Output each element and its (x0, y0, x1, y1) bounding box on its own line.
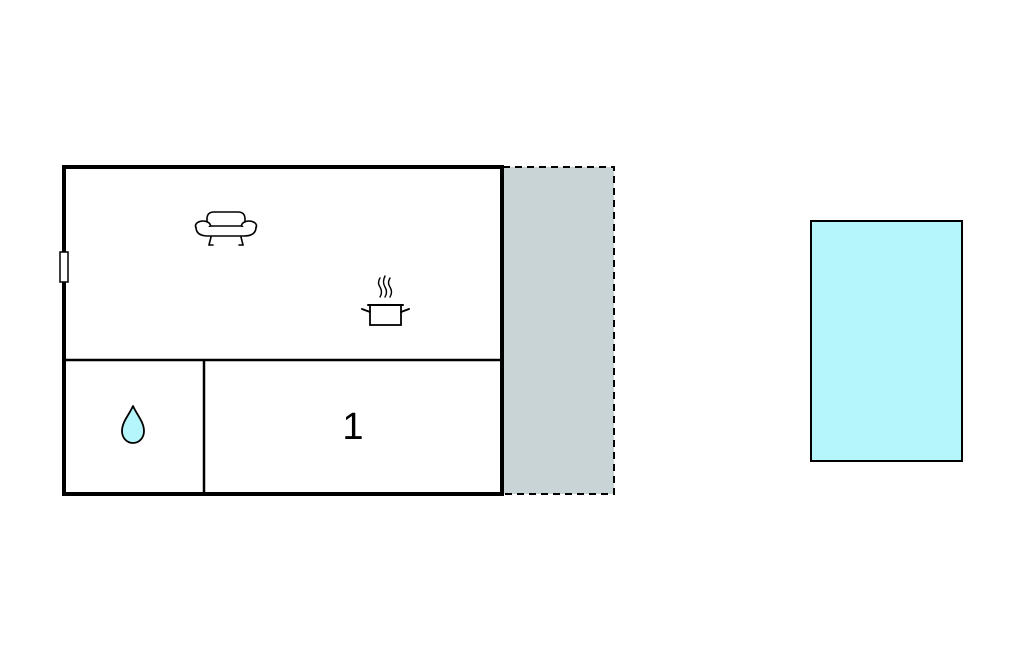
water-drop-icon (121, 405, 145, 444)
sofa-icon (194, 211, 258, 246)
swimming-pool (810, 220, 963, 462)
house-outline (62, 165, 504, 496)
bedroom-number: 1 (342, 406, 363, 448)
terrace (502, 166, 615, 495)
cooking-pot-icon (361, 275, 410, 326)
door-icon (59, 251, 69, 283)
